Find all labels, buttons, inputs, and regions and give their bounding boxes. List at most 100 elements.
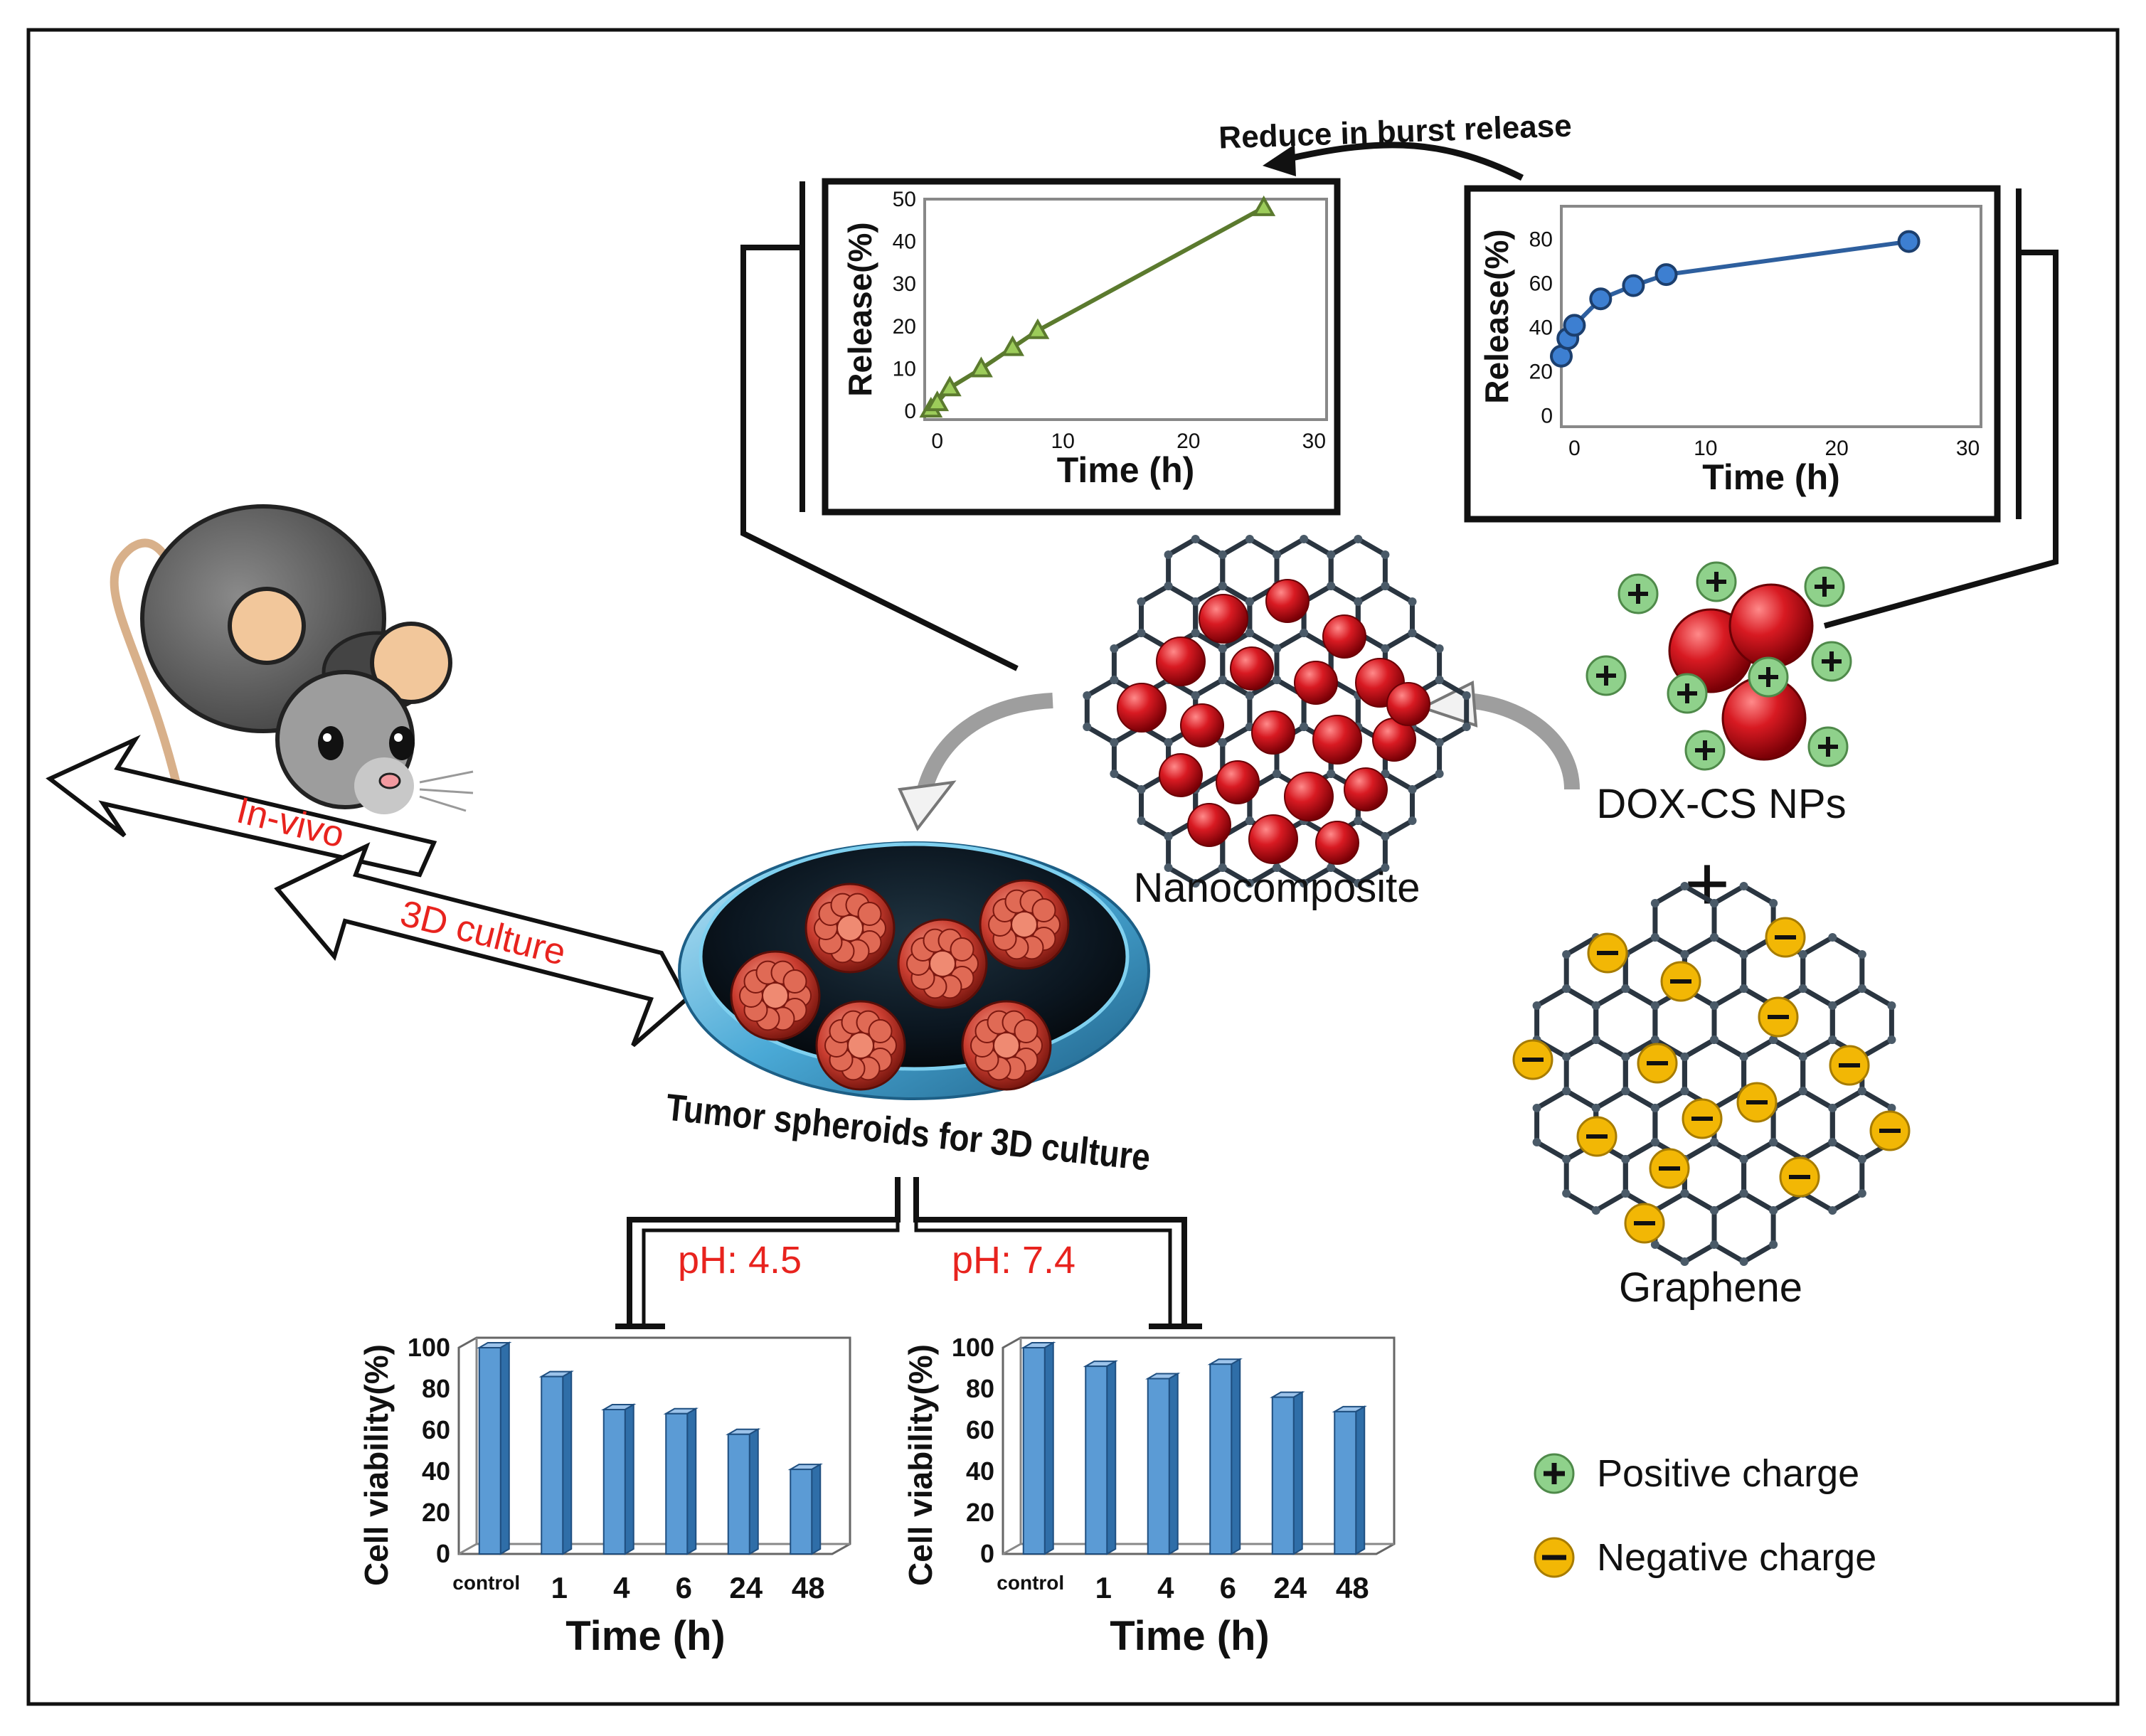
data-point — [1654, 263, 1678, 287]
lattice-atom — [1710, 1001, 1719, 1010]
lattice-atom — [1381, 582, 1390, 590]
lattice-atom — [1828, 933, 1837, 942]
lattice-atom — [1621, 1189, 1630, 1198]
lattice-atom — [1887, 1001, 1896, 1010]
x-tick-label: 30 — [1302, 430, 1326, 453]
lattice-atom — [1191, 691, 1200, 700]
lattice-atom — [1327, 863, 1336, 872]
lattice-atom — [1828, 1206, 1837, 1215]
plus-sign: + — [1684, 840, 1730, 927]
data-point — [1001, 335, 1025, 356]
lattice-atom — [1591, 1035, 1600, 1044]
dox-nanoparticle — [1230, 646, 1274, 691]
bar — [1334, 1410, 1357, 1555]
lattice-atom — [1798, 1087, 1807, 1095]
lattice-atom — [1164, 863, 1173, 872]
spheroid-cell — [950, 937, 974, 962]
y-tick-label: 20 — [422, 1498, 450, 1527]
y-axis-title: Cell viability(%) — [902, 1344, 939, 1586]
lattice-atom — [1710, 1206, 1719, 1215]
lattice-atom — [1137, 597, 1146, 606]
lattice-atom — [1621, 1053, 1630, 1061]
mouse-eye-shine — [394, 733, 403, 742]
lattice-atom — [1710, 933, 1719, 942]
bar-side — [1231, 1358, 1241, 1555]
graphene-negative-charges — [1512, 917, 1911, 1244]
dox-nanoparticle — [1159, 753, 1203, 797]
lattice-atom — [1739, 882, 1748, 890]
y-axis-title: Release(%) — [1478, 229, 1515, 403]
spheroid-cell — [1014, 1019, 1039, 1044]
lattice-atom — [1710, 1035, 1719, 1044]
lattice-atom — [1739, 1189, 1748, 1198]
lattice-atom — [1191, 597, 1200, 606]
lattice-atom — [1769, 1138, 1778, 1146]
grey-arrow-to-dish — [917, 693, 1053, 792]
bar — [790, 1469, 813, 1555]
dox-nanoparticle — [1294, 661, 1338, 705]
bar-side — [1355, 1405, 1366, 1555]
lattice-atom — [1650, 1001, 1659, 1010]
mouse-ear-right — [370, 622, 452, 704]
lattice-atom — [1562, 1189, 1571, 1198]
lattice-atom — [1435, 676, 1444, 684]
lattice-atom — [1857, 950, 1866, 959]
y-tick-label: 100 — [952, 1333, 994, 1362]
dox-nanoparticle — [1117, 683, 1167, 733]
lattice-atom — [1857, 1155, 1866, 1163]
lattice-atom — [1218, 863, 1227, 872]
bar-side — [624, 1403, 634, 1555]
data-point — [1622, 274, 1645, 297]
mouse-eye-right — [389, 726, 415, 760]
y-tick-label: 0 — [1541, 405, 1553, 428]
lattice-atom — [1110, 770, 1119, 778]
dox-positive-charges — [1585, 561, 1852, 771]
dox-nanoparticle — [1344, 767, 1388, 811]
y-tick-label: 60 — [966, 1415, 994, 1444]
lattice-atom — [1408, 785, 1417, 794]
y-tick-label: 40 — [422, 1457, 450, 1486]
lattice-atom — [1857, 1087, 1866, 1095]
lattice-atom — [1327, 770, 1336, 778]
ph-acidic-label: pH: 4.5 — [678, 1239, 802, 1282]
bar-side — [1292, 1390, 1303, 1555]
lattice-atom — [1273, 863, 1281, 872]
dox-cs-illustration — [1585, 561, 1852, 771]
lattice-atom — [1354, 816, 1363, 825]
lattice-atom — [1354, 535, 1363, 543]
lattice-atom — [1218, 676, 1227, 684]
lattice-atom — [1562, 950, 1571, 959]
lattice-atom — [1621, 1087, 1630, 1095]
lattice-atom — [1828, 1104, 1837, 1112]
lattice-atom — [1621, 1155, 1630, 1163]
bar — [1147, 1378, 1170, 1555]
dox-nanoparticle — [1265, 579, 1310, 623]
y-axis-title: Cell viability(%) — [358, 1344, 395, 1586]
plus-glyph — [1758, 667, 1778, 687]
y-tick-label: 40 — [1529, 316, 1553, 340]
dox-nanoparticle — [1315, 821, 1359, 865]
dox-spheres — [1668, 583, 1814, 761]
grey-arrow-to-composite — [1465, 693, 1580, 790]
dox-cs-label: DOX-CS NPs — [1596, 781, 1846, 827]
data-point — [1026, 318, 1050, 339]
spheroid-cell — [868, 1019, 893, 1044]
x-axis-title: Time (h) — [565, 1613, 726, 1659]
lattice-atom — [1769, 1240, 1778, 1249]
plus-glyph — [1818, 737, 1838, 757]
plot-floor-edge — [458, 1543, 477, 1555]
y-tick-label: 20 — [893, 315, 916, 339]
mouse-eye-shine — [323, 733, 331, 742]
lattice-atom — [1191, 879, 1200, 888]
x-tick-label: 0 — [931, 430, 943, 453]
lattice-atom — [1857, 1189, 1866, 1198]
x-tick-label: 4 — [1157, 1571, 1174, 1604]
spheroid-cell — [762, 982, 789, 1009]
graphene-illustration — [1512, 882, 1911, 1266]
tumor-spheroids — [730, 879, 1070, 1091]
